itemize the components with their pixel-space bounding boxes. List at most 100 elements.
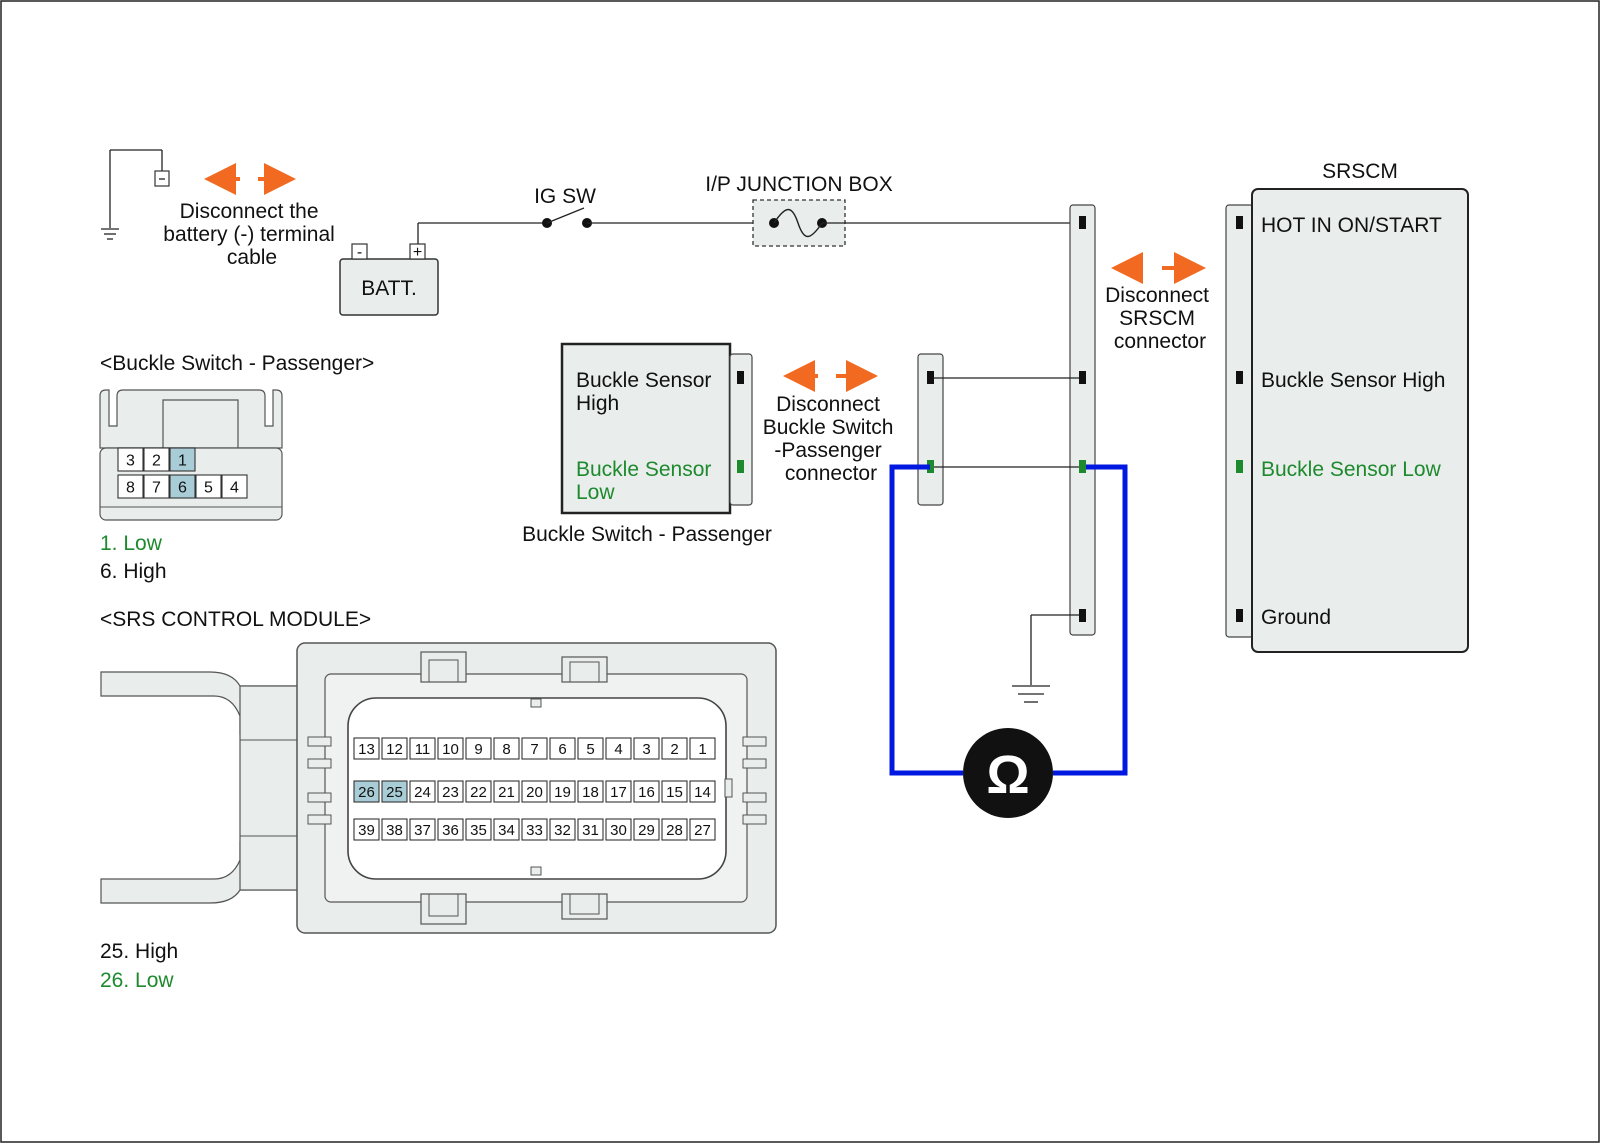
srs-connector-pin-label: 13 xyxy=(358,741,375,758)
srs-connector-pin-label: 35 xyxy=(470,822,487,839)
srs-connector-pin-18: 18 xyxy=(577,780,604,803)
srs-connector-pin-16: 16 xyxy=(633,780,660,803)
srs-connector-pin-38: 38 xyxy=(381,818,408,841)
buckle-sensor-low-label: Buckle Sensor Low xyxy=(576,458,717,504)
srs-connector-pin-label: 9 xyxy=(474,741,482,758)
srs-connector-pin-label: 16 xyxy=(638,784,655,801)
buckle-connector-pin-6: 6 xyxy=(169,474,196,499)
ground-cable xyxy=(101,149,170,240)
srscm-pin-ground: Ground xyxy=(1261,606,1331,629)
srs-connector-pin-24: 24 xyxy=(409,780,436,803)
buckle-connector-pin-label: 4 xyxy=(230,479,239,496)
srs-connector-pin-6: 6 xyxy=(549,737,576,760)
srs-connector-pin-8: 8 xyxy=(493,737,520,760)
buckle-disconnect-line-4: connector xyxy=(785,462,877,485)
srs-connector-pin-label: 2 xyxy=(670,741,678,758)
srs-module-connector-title: <SRS CONTROL MODULE> xyxy=(100,608,371,631)
buckle-sensor-low-line-1: Buckle Sensor xyxy=(576,458,711,481)
srs-connector-pin-label: 32 xyxy=(554,822,571,839)
srs-connector-pin-label: 36 xyxy=(442,822,459,839)
buckle-sensor-low-line-2: Low xyxy=(576,481,615,504)
srs-connector-pin-label: 26 xyxy=(358,784,375,801)
srscm-pin-buckle-low: Buckle Sensor Low xyxy=(1261,458,1442,481)
srs-connector-pin-label: 19 xyxy=(554,784,571,801)
battery-disconnect-text: Disconnect the battery (-) terminal cabl… xyxy=(163,200,340,269)
buckle-connector-title: <Buckle Switch - Passenger> xyxy=(100,352,374,375)
buckle-connector-pin-label: 6 xyxy=(178,479,187,496)
srs-connector-pin-label: 7 xyxy=(530,741,538,758)
srs-connector-pin-label: 10 xyxy=(442,741,459,758)
junction-box-label: I/P JUNCTION BOX xyxy=(705,173,892,196)
srs-legend-high: 25. High xyxy=(100,940,178,963)
srs-connector-pin-17: 17 xyxy=(605,780,632,803)
srs-connector-pin-label: 29 xyxy=(638,822,655,839)
srs-connector-pin-2: 2 xyxy=(661,737,688,760)
srs-connector-pin-label: 25 xyxy=(386,784,403,801)
buckle-sensor-high-line-2: High xyxy=(576,392,619,415)
buckle-legend-low: 1. Low xyxy=(100,532,163,555)
buckle-switch-caption: Buckle Switch - Passenger xyxy=(522,523,772,546)
buckle-connector-pin-label: 5 xyxy=(204,479,213,496)
srscm-disconnect-line-3: connector xyxy=(1114,330,1206,353)
srs-connector-pin-label: 20 xyxy=(526,784,543,801)
buckle-connector-pin-1: 1 xyxy=(169,447,196,472)
srs-connector-pin-33: 33 xyxy=(521,818,548,841)
srs-connector-pin-label: 23 xyxy=(442,784,459,801)
harness-ground xyxy=(1012,614,1079,703)
harness-connector xyxy=(1069,204,1096,636)
srs-connector-pin-19: 19 xyxy=(549,780,576,803)
srs-connector-pin-label: 6 xyxy=(558,741,566,758)
srs-connector-pin-21: 21 xyxy=(493,780,520,803)
battery-disconnect-line-1: Disconnect the xyxy=(180,200,319,223)
srs-connector-pin-label: 22 xyxy=(470,784,487,801)
srs-connector-pin-label: 3 xyxy=(642,741,650,758)
ohm-meter-symbol: Ω xyxy=(986,745,1029,805)
srs-connector-pin-7: 7 xyxy=(521,737,548,760)
buckle-disconnect-line-2: Buckle Switch xyxy=(763,416,894,439)
buckle-disconnect-line-3: -Passenger xyxy=(774,439,881,462)
srs-connector-pin-label: 8 xyxy=(502,741,510,758)
srs-connector-pin-label: 31 xyxy=(582,822,599,839)
battery-disconnect-line-3: cable xyxy=(227,246,277,269)
battery-plus-terminal: + xyxy=(413,244,422,261)
srs-connector-pin-label: 30 xyxy=(610,822,627,839)
ohm-meter: Ω xyxy=(963,728,1053,818)
buckle-connector-pin-4: 4 xyxy=(221,474,248,499)
buckle-sensor-high-label: Buckle Sensor High xyxy=(576,369,717,415)
srs-connector-pin-9: 9 xyxy=(465,737,492,760)
buckle-connector-pin-5: 5 xyxy=(195,474,222,499)
buckle-disconnect-line-1: Disconnect xyxy=(776,393,880,416)
srs-connector-pin-label: 18 xyxy=(582,784,599,801)
ig-switch-label: IG SW xyxy=(534,185,596,208)
srs-connector-pin-23: 23 xyxy=(437,780,464,803)
buckle-connector-pin-3: 3 xyxy=(117,447,144,472)
srscm-disconnect-line-1: Disconnect xyxy=(1105,284,1209,307)
srs-connector-pin-5: 5 xyxy=(577,737,604,760)
buckle-harness-connector xyxy=(917,353,944,506)
srs-connector-pin-label: 27 xyxy=(694,822,711,839)
srs-connector-pin-20: 20 xyxy=(521,780,548,803)
srs-connector-pin-label: 1 xyxy=(698,741,706,758)
srs-legend-low: 26. Low xyxy=(100,969,174,992)
battery-disconnect-line-2: battery (-) terminal xyxy=(163,223,335,246)
buckle-connector-pin-label: 1 xyxy=(178,452,187,469)
srs-connector-pin-27: 27 xyxy=(689,818,716,841)
srscm-disconnect-text: Disconnect SRSCM connector xyxy=(1105,284,1215,353)
meter-lead-left xyxy=(889,464,963,776)
srs-connector-pin-30: 30 xyxy=(605,818,632,841)
srs-connector-pin-label: 38 xyxy=(386,822,403,839)
srs-connector-pin-28: 28 xyxy=(661,818,688,841)
srs-connector-pin-label: 5 xyxy=(586,741,594,758)
srscm-disconnect-line-2: SRSCM xyxy=(1119,307,1195,330)
buckle-switch-component xyxy=(560,342,753,515)
buckle-connector-pin-label: 3 xyxy=(126,452,135,469)
srs-connector-pin-4: 4 xyxy=(605,737,632,760)
buckle-connector-pin-label: 8 xyxy=(126,479,135,496)
srs-connector-pin-10: 10 xyxy=(437,737,464,760)
srs-connector-pin-34: 34 xyxy=(493,818,520,841)
